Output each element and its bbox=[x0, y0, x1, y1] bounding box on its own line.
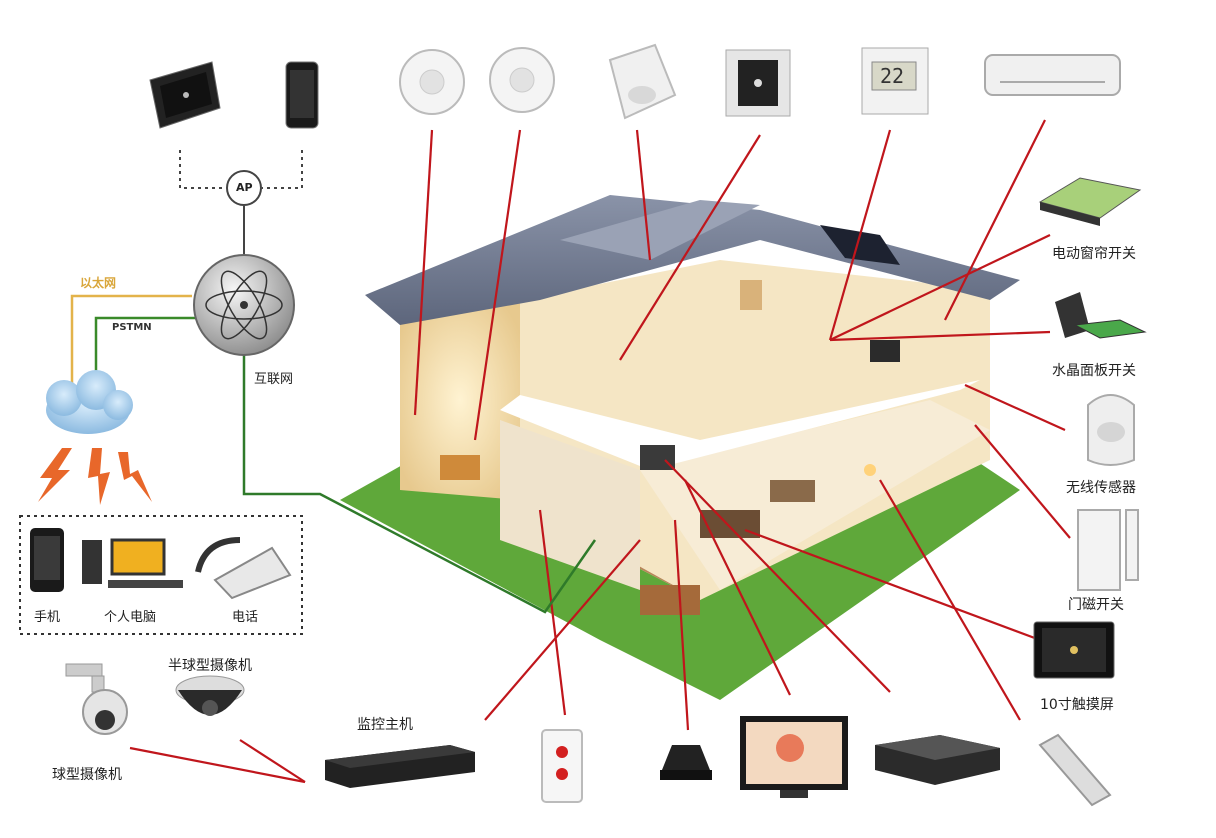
telephone-icon[interactable] bbox=[195, 537, 292, 600]
skylight bbox=[820, 225, 900, 265]
tablet-icon[interactable] bbox=[149, 61, 221, 129]
thermostat-icon[interactable] bbox=[861, 47, 929, 115]
terminal-box bbox=[19, 515, 303, 635]
link-door bbox=[974, 424, 1071, 539]
floor-slab bbox=[500, 380, 980, 470]
thermostat-readout: 22 bbox=[880, 64, 905, 88]
crystal-panel-label: 水晶面板开关 bbox=[1052, 363, 1136, 379]
link-remote bbox=[879, 479, 1021, 721]
half-dome-camera-label: 半球型摄像机 bbox=[168, 658, 252, 674]
kitchen-counter bbox=[440, 455, 480, 480]
door-switch-label: 门磁开关 bbox=[1068, 597, 1124, 613]
wireless-sensor-icon[interactable] bbox=[1087, 394, 1135, 466]
cloud-icon bbox=[46, 370, 133, 434]
link-smoke-2 bbox=[473, 129, 522, 441]
wireless-sensor-label: 无线传感器 bbox=[1066, 480, 1136, 496]
lightning-icon bbox=[88, 448, 110, 505]
link-panel bbox=[619, 134, 761, 361]
dining-table bbox=[700, 510, 760, 538]
rug bbox=[640, 585, 700, 615]
pstn-line bbox=[94, 316, 200, 385]
pstn-label: PSTMN bbox=[112, 322, 152, 333]
link-monitor-host bbox=[484, 539, 641, 721]
link-half-dome-camera bbox=[239, 739, 306, 783]
internet-house-line bbox=[242, 355, 597, 614]
tablet-ap-link bbox=[179, 150, 226, 189]
wall-picture bbox=[740, 280, 762, 310]
link-aircon bbox=[944, 119, 1046, 321]
control-panel-icon[interactable] bbox=[725, 49, 791, 117]
crystal-panel-icon[interactable] bbox=[1055, 292, 1147, 339]
phone-label: 手机 bbox=[33, 610, 61, 625]
left-wall bbox=[400, 300, 520, 500]
phone-ap-link bbox=[262, 150, 303, 189]
link-pir bbox=[635, 129, 652, 261]
dome-camera-icon[interactable] bbox=[65, 663, 128, 735]
link-curtain bbox=[829, 234, 1051, 341]
dvr-icon[interactable] bbox=[875, 735, 1000, 785]
link-dome-camera bbox=[129, 746, 306, 784]
ap-node[interactable] bbox=[226, 170, 262, 206]
pc-label: 个人电脑 bbox=[103, 610, 157, 625]
internet-globe-icon bbox=[193, 254, 295, 356]
house-illustration bbox=[340, 195, 1020, 700]
monitor-host-label: 监控主机 bbox=[357, 717, 413, 733]
link-sensor bbox=[964, 383, 1066, 432]
ap-circle bbox=[226, 170, 262, 206]
curtain-switch-label: 电动窗帘开关 bbox=[1052, 246, 1136, 262]
touch-screen-icon[interactable] bbox=[1033, 621, 1115, 679]
link-touch bbox=[744, 528, 1041, 642]
ap-label: AP bbox=[236, 181, 253, 194]
smartphone-icon[interactable] bbox=[285, 61, 319, 129]
curtain-switch-icon[interactable] bbox=[1038, 177, 1142, 226]
curtain-motor-icon[interactable] bbox=[660, 745, 712, 780]
door-magnet-icon[interactable] bbox=[1077, 509, 1139, 591]
smoke-detector-icon[interactable] bbox=[489, 47, 555, 113]
link-smoke-1 bbox=[413, 129, 434, 416]
sofa bbox=[770, 480, 815, 502]
lightning-icon bbox=[38, 448, 72, 502]
smoke-detector-icon[interactable] bbox=[399, 49, 465, 115]
link-tv bbox=[684, 479, 791, 696]
lamp bbox=[864, 464, 876, 476]
air-conditioner-icon[interactable] bbox=[984, 54, 1121, 96]
roof bbox=[365, 195, 1020, 325]
monitor-host-icon[interactable] bbox=[325, 745, 475, 788]
link-panic-button bbox=[538, 509, 567, 716]
panic-button-icon[interactable] bbox=[541, 729, 583, 803]
link-crystal bbox=[829, 330, 1051, 342]
touch-screen-label: 10寸触摸屏 bbox=[1040, 697, 1114, 713]
dome-camera-label: 球型摄像机 bbox=[52, 767, 122, 783]
pc-icon[interactable] bbox=[82, 538, 183, 588]
device-links bbox=[129, 119, 1071, 784]
mobile-phone-icon[interactable] bbox=[30, 528, 64, 592]
link-dvr bbox=[664, 459, 891, 693]
remote-control-icon[interactable] bbox=[1038, 733, 1112, 807]
link-curtain-motor bbox=[673, 519, 690, 731]
lower-front-wall bbox=[500, 420, 640, 590]
half-dome-camera-icon[interactable] bbox=[175, 675, 245, 716]
ethernet-label: 以太网 bbox=[80, 276, 117, 290]
tv-icon[interactable] bbox=[740, 716, 848, 798]
link-thermostat bbox=[828, 129, 892, 341]
network-lines bbox=[70, 150, 597, 614]
signal-bolts bbox=[38, 448, 152, 505]
ethernet-line bbox=[70, 294, 192, 385]
bedroom-tv bbox=[870, 340, 900, 362]
telephone-label: 电话 bbox=[231, 610, 259, 625]
pir-sensor-icon[interactable] bbox=[608, 43, 677, 120]
internet-label: 互联网 bbox=[254, 372, 294, 387]
lightning-icon bbox=[118, 452, 152, 502]
